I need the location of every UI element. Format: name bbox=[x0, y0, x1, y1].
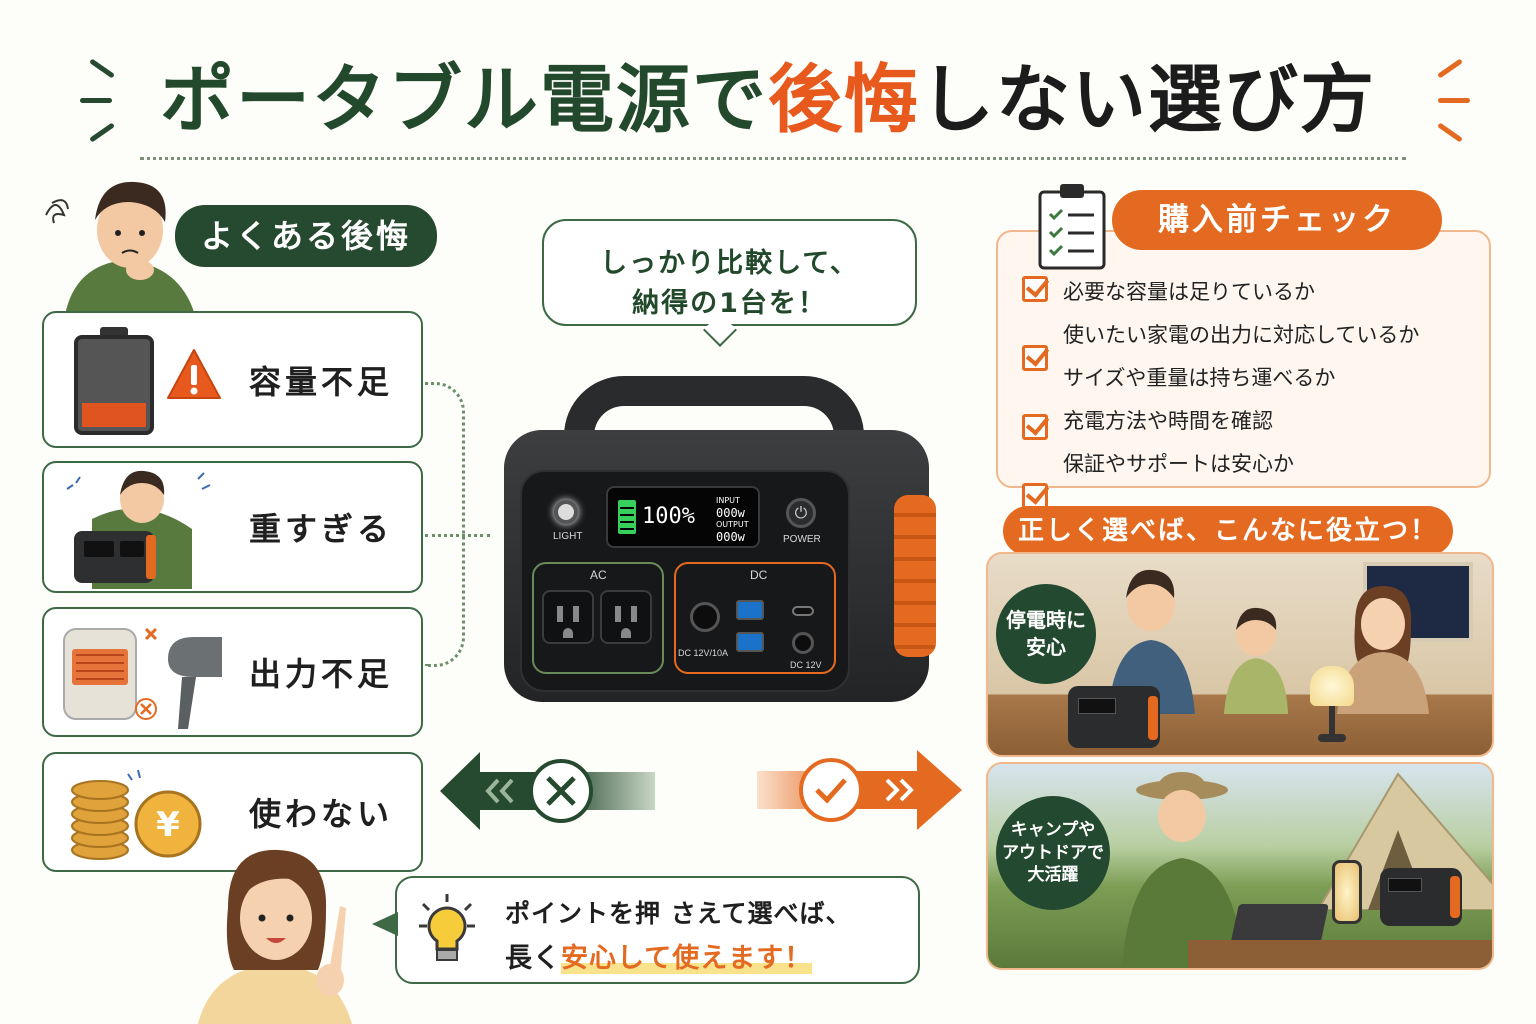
dc-label: DC bbox=[750, 568, 768, 582]
bad-choice-arrow bbox=[440, 750, 655, 832]
check-icon bbox=[1022, 345, 1048, 371]
regret-card-output: 出力不足 bbox=[42, 607, 423, 737]
check-icon bbox=[1022, 414, 1048, 440]
dc-port1-label: DC 12V/10A bbox=[678, 648, 729, 658]
lantern bbox=[1332, 860, 1362, 924]
power-button[interactable]: ⏻ bbox=[786, 498, 816, 528]
bottom-line-2-highlight: 安心して使えます！ bbox=[561, 943, 813, 974]
page-title: ポータブル電源で後悔しない選び方 bbox=[0, 40, 1536, 147]
regrets-heading: よくある後悔 bbox=[175, 205, 437, 267]
battery-level-icon bbox=[618, 500, 636, 534]
benefits-heading: 正しく選べば、こんなに役立つ！ bbox=[1003, 506, 1453, 556]
table-lamp bbox=[1310, 666, 1354, 746]
title-divider bbox=[140, 157, 1406, 160]
bubble-line-2: 納得の1台を！ bbox=[632, 288, 827, 319]
input-label: INPUT bbox=[716, 496, 740, 505]
ac-outlet-2[interactable] bbox=[600, 590, 652, 644]
precheck-item: サイズや重量は持ち運べるか bbox=[1063, 366, 1336, 390]
usb-a-port-1[interactable] bbox=[736, 600, 764, 620]
output-label: OUTPUT bbox=[716, 520, 749, 529]
battery-percent: 100% bbox=[642, 504, 695, 529]
precheck-item: 必要な容量は足りているか bbox=[1063, 280, 1315, 304]
mini-power-station bbox=[1380, 868, 1462, 926]
power-station: LIGHT 100% INPUT 000w OUTPUT 000w ⏻ POWE… bbox=[496, 370, 944, 715]
bottom-speech-bubble: ポイントを押 さえて選べば、 長く安心して使えます！ bbox=[395, 876, 920, 984]
low-battery-icon bbox=[74, 327, 154, 435]
ac-outlet-group bbox=[532, 562, 664, 674]
input-value: 000w bbox=[716, 506, 745, 520]
precheck-heading: 購入前チェック bbox=[1112, 190, 1442, 250]
blackout-scene: 停電時に 安心 bbox=[986, 552, 1494, 757]
check-icon bbox=[1022, 276, 1048, 302]
title-burst-right bbox=[1430, 58, 1490, 143]
regret-card-capacity: 容量不足 bbox=[42, 311, 423, 448]
regret-label: 重すぎる bbox=[249, 510, 394, 548]
usb-c-port[interactable] bbox=[792, 606, 814, 616]
camping-scene: キャンプや アウトドアで 大活躍 bbox=[986, 762, 1494, 970]
coins-yen-icon: ¥ bbox=[64, 764, 224, 864]
regret-label: 容量不足 bbox=[249, 362, 394, 401]
good-choice-arrow bbox=[757, 748, 962, 832]
svg-text:¥: ¥ bbox=[156, 805, 180, 845]
bottom-line-1: ポイントを押 さえて選べば、 bbox=[505, 899, 852, 928]
regret-label: 出力不足 bbox=[249, 655, 394, 693]
top-speech-bubble: しっかり比較して、 納得の1台を！ bbox=[542, 219, 917, 326]
dc-port-group bbox=[674, 562, 836, 674]
mini-power-station bbox=[1068, 686, 1160, 748]
precheck-item: 充電方法や時間を確認 bbox=[1063, 409, 1273, 433]
title-part-3: しない選び方 bbox=[920, 57, 1376, 143]
title-burst-left bbox=[78, 58, 138, 143]
mother-figure bbox=[1333, 584, 1433, 714]
heater-dryer-icon bbox=[58, 619, 238, 734]
dc-port2-label: DC 12V bbox=[790, 660, 822, 670]
heavy-lifting-icon bbox=[62, 469, 222, 589]
check-icon bbox=[1022, 483, 1048, 509]
power-label: POWER bbox=[783, 534, 821, 545]
warning-icon bbox=[166, 347, 222, 403]
precheck-card bbox=[996, 230, 1491, 488]
title-part-1: ポータブル電源で bbox=[160, 57, 768, 143]
light-label: LIGHT bbox=[553, 531, 583, 542]
connector-line bbox=[425, 534, 490, 537]
ac-label: AC bbox=[590, 568, 607, 582]
bottom-bubble-tail bbox=[372, 912, 398, 936]
clipboard-icon bbox=[1036, 182, 1108, 270]
light-button[interactable] bbox=[554, 500, 578, 524]
pointing-woman-illustration bbox=[188, 848, 368, 1024]
usb-a-port-2[interactable] bbox=[736, 632, 764, 652]
precheck-item: 使いたい家電の出力に対応しているか bbox=[1063, 323, 1420, 347]
bubble-line-1: しっかり比較して、 bbox=[600, 248, 859, 279]
orange-side-bumper bbox=[894, 495, 936, 657]
regret-card-unused: ¥ 使わない bbox=[42, 752, 423, 872]
child-figure bbox=[1220, 604, 1292, 714]
camping-badge: キャンプや アウトドアで 大活躍 bbox=[996, 796, 1110, 910]
camp-table bbox=[1188, 940, 1492, 968]
lcd-display: 100% INPUT 000w OUTPUT 000w bbox=[606, 486, 760, 548]
worried-man-illustration bbox=[40, 175, 210, 315]
ac-outlet-1[interactable] bbox=[542, 590, 594, 644]
bottom-line-2-lead: 長く bbox=[505, 943, 561, 974]
output-value: 000w bbox=[716, 530, 745, 544]
blackout-badge: 停電時に 安心 bbox=[996, 584, 1096, 684]
connector-line bbox=[425, 382, 465, 667]
precheck-item: 保証やサポートは安心か bbox=[1063, 452, 1294, 476]
dc-barrel-port-small[interactable] bbox=[792, 632, 814, 654]
title-part-2: 後悔 bbox=[768, 57, 920, 143]
regret-label: 使わない bbox=[249, 795, 394, 833]
dc-barrel-port-large[interactable] bbox=[690, 602, 720, 632]
lightbulb-icon bbox=[417, 892, 477, 972]
bottom-line-2: 長く安心して使えます！ bbox=[505, 936, 813, 975]
regret-card-heavy: 重すぎる bbox=[42, 461, 423, 593]
